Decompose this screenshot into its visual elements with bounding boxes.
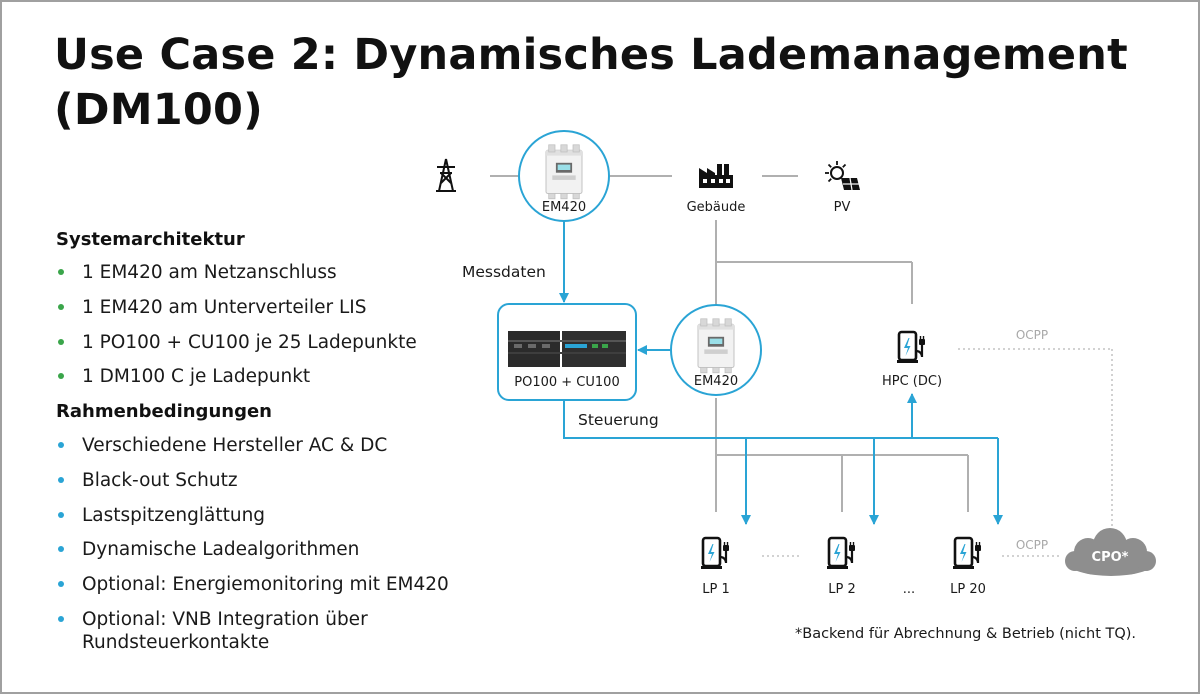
list-item: 1 DM100 C je Ladepunkt (56, 365, 417, 388)
list-item-text: Dynamische Ladealgorithmen (82, 539, 360, 561)
page-title: Use Case 2: Dynamisches Lademanagement (… (54, 28, 1128, 138)
ev-charger-icon (895, 330, 927, 365)
bullet-dot (58, 546, 64, 553)
bullet-dot (58, 442, 64, 448)
list-item-text: Verschiedene Hersteller AC & DC (82, 435, 388, 456)
page-title-line-1: Use Case 2: Dynamisches Lademanagement (54, 30, 1128, 80)
list-item: Optional: VNB Integration über Rundsteue… (56, 608, 449, 654)
dotted-connection-lines (762, 348, 1113, 557)
lp20-label: LP 20 (950, 582, 986, 597)
lp2-label: LP 2 (828, 582, 856, 597)
lp-ellipsis: ... (903, 582, 915, 597)
energy-meter-icon (697, 318, 735, 374)
cloud-icon (1065, 528, 1156, 576)
bullet-dot (58, 476, 64, 483)
ev-charger-icon (825, 536, 857, 571)
list-item-text: Lastspitzenglättung (82, 504, 266, 526)
lp1-label: LP 1 (702, 582, 730, 597)
factory-building-icon (699, 164, 733, 188)
solar-panel-icon (825, 161, 860, 191)
hpc-label: HPC (DC) (882, 374, 942, 389)
section-heading-conditions: Rahmenbedingungen (56, 401, 272, 422)
ev-charger-icon (951, 536, 983, 571)
ocpp-bottom-label: OCPP (1016, 538, 1048, 552)
list-item: Optional: Energiemonitoring mit EM420 (56, 573, 449, 596)
steuerung-label: Steuerung (578, 411, 659, 429)
cpo-label: CPO* (1092, 550, 1129, 565)
list-item: 1 EM420 am Unterverteiler LIS (56, 296, 417, 319)
list-item: 1 PO100 + CU100 je 25 Ladepunkte (56, 331, 417, 354)
list-item-text: 1 DM100 C je Ladepunkt (82, 366, 311, 388)
list-item-text: Optional: Energiemonitoring mit EM420 (82, 574, 449, 596)
power-pylon-icon (436, 158, 456, 192)
section-heading-system: Systemarchitektur (56, 229, 245, 250)
bullet-dot (58, 373, 64, 380)
ev-charger-icon (699, 536, 731, 571)
list-item: Black-out Schutz (56, 469, 449, 492)
footnote: *Backend für Abrechnung & Betrieb (nicht… (795, 626, 1137, 642)
controller-label: PO100 + CU100 (514, 375, 619, 390)
grey-connection-lines (490, 175, 969, 512)
bullet-dot (58, 303, 64, 310)
page-title-line-2: (DM100) (54, 85, 263, 135)
energy-meter-icon (545, 144, 583, 200)
bullet-dot (58, 269, 64, 275)
list-item: Dynamische Ladealgorithmen (56, 538, 449, 561)
system-list: 1 EM420 am Netzanschluss 1 EM420 am Unte… (56, 261, 417, 400)
bullet-dot (58, 581, 64, 588)
em420-sub-label: EM420 (694, 374, 738, 389)
list-item: Lastspitzenglättung (56, 504, 449, 527)
messdaten-label: Messdaten (462, 263, 546, 281)
list-item-text: Black-out Schutz (82, 469, 238, 491)
bullet-dot (58, 511, 64, 518)
em420-top-label: EM420 (542, 200, 586, 215)
gebaeude-label: Gebäude (687, 200, 746, 215)
list-item-text: Optional: VNB Integration über Rundsteue… (82, 608, 368, 653)
conditions-list: Verschiedene Hersteller AC & DC Black-ou… (56, 434, 449, 666)
pv-label: PV (834, 200, 851, 215)
bullet-dot (58, 338, 64, 345)
list-item: Verschiedene Hersteller AC & DC (56, 434, 449, 457)
list-item-text: 1 PO100 + CU100 je 25 Ladepunkte (82, 331, 417, 353)
list-item-text: 1 EM420 am Unterverteiler LIS (82, 296, 367, 318)
controller-rack-icon (508, 331, 626, 367)
ocpp-top-label: OCPP (1016, 328, 1048, 342)
list-item: 1 EM420 am Netzanschluss (56, 261, 417, 284)
blue-control-lines (559, 220, 1003, 525)
list-item-text: 1 EM420 am Netzanschluss (82, 262, 337, 283)
bullet-dot (58, 615, 64, 622)
